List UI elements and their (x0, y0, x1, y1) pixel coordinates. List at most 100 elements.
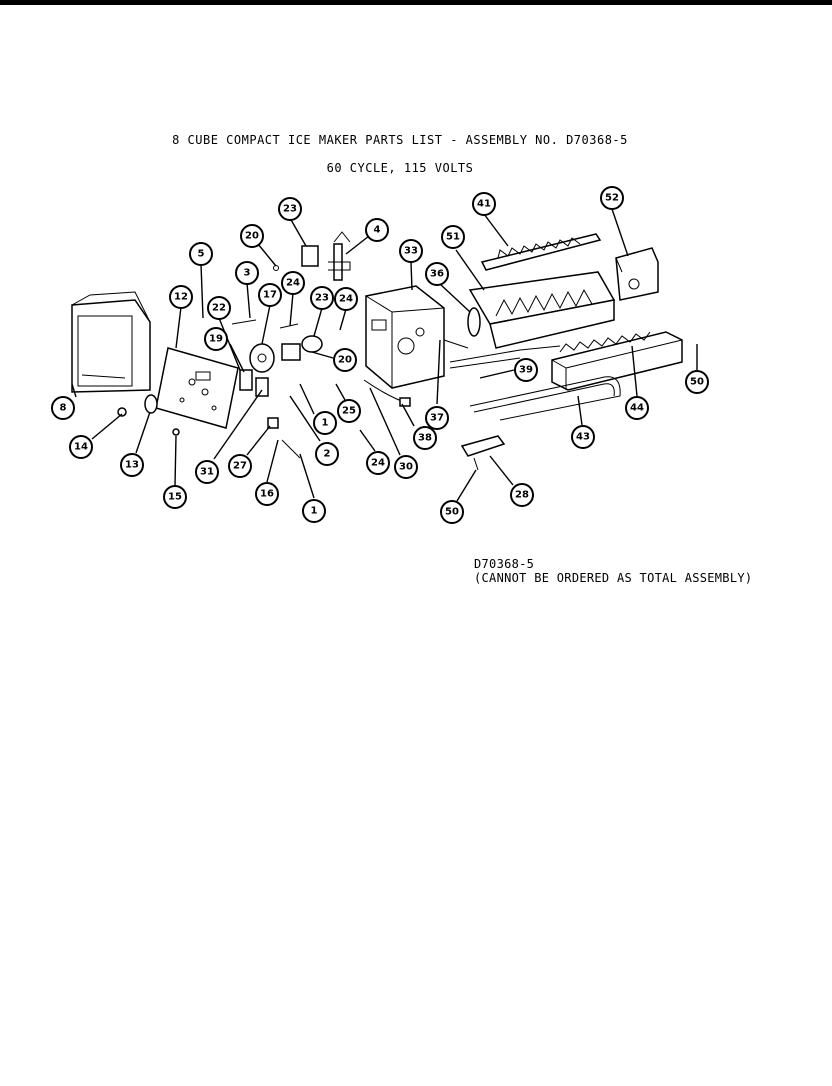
svg-text:4: 4 (374, 225, 381, 236)
callout-13: 13 (120, 453, 144, 477)
callout-3: 3 (235, 261, 259, 285)
page-subtitle: 60 CYCLE, 115 VOLTS (326, 161, 474, 175)
svg-text:25: 25 (342, 406, 356, 417)
svg-text:36: 36 (430, 269, 444, 280)
svg-text:5: 5 (198, 249, 205, 260)
part-ice-mold (467, 271, 616, 349)
callout-24: 24 (334, 287, 358, 311)
part-washer (144, 394, 158, 414)
callout-19: 19 (204, 327, 228, 351)
svg-text:8: 8 (60, 403, 67, 414)
svg-text:22: 22 (212, 303, 226, 314)
svg-text:13: 13 (125, 460, 139, 471)
callout-17: 17 (258, 283, 282, 307)
svg-text:20: 20 (245, 231, 259, 242)
svg-text:50: 50 (690, 377, 704, 388)
part-mounting-plate (155, 347, 239, 429)
svg-text:2: 2 (324, 449, 331, 460)
callout-8: 8 (51, 396, 75, 420)
callout-25: 25 (337, 399, 361, 423)
callout-31: 31 (195, 460, 219, 484)
callout-36: 36 (425, 262, 449, 286)
svg-text:20: 20 (338, 355, 352, 366)
callout-33: 33 (399, 239, 423, 263)
leader-lines (71, 208, 698, 502)
callout-16: 16 (255, 482, 279, 506)
callout-15: 15 (163, 485, 187, 509)
page-title: 8 CUBE COMPACT ICE MAKER PARTS LIST - AS… (172, 133, 628, 147)
callout-30: 30 (394, 455, 418, 479)
svg-text:23: 23 (283, 204, 297, 215)
svg-text:14: 14 (74, 442, 88, 453)
part-ejector-blade (480, 233, 602, 271)
svg-text:50: 50 (445, 507, 459, 518)
svg-text:30: 30 (399, 462, 413, 473)
callout-24: 24 (281, 271, 305, 295)
assembly-note: (CANNOT BE ORDERED AS TOTAL ASSEMBLY) (474, 571, 753, 585)
svg-text:24: 24 (286, 278, 300, 289)
svg-text:24: 24 (339, 294, 353, 305)
svg-text:23: 23 (315, 293, 329, 304)
part-heater-tube (469, 376, 621, 421)
callout-27: 27 (228, 454, 252, 478)
svg-text:44: 44 (630, 403, 644, 414)
part-screw (117, 407, 180, 436)
svg-text:52: 52 (605, 193, 619, 204)
svg-text:15: 15 (168, 492, 182, 503)
callout-38: 38 (413, 426, 437, 450)
part-cover-box (71, 291, 151, 393)
callout-24: 24 (366, 451, 390, 475)
svg-text:19: 19 (209, 334, 223, 345)
callout-52: 52 (600, 186, 624, 210)
part-small-switch (273, 245, 319, 271)
callout-50: 50 (440, 500, 464, 524)
callout-14: 14 (69, 435, 93, 459)
part-housing (365, 285, 469, 389)
svg-text:16: 16 (260, 489, 274, 500)
svg-text:37: 37 (430, 413, 444, 424)
part-switch-assembly (231, 319, 323, 459)
callout-4: 4 (365, 218, 389, 242)
svg-text:27: 27 (233, 461, 247, 472)
callout-37: 37 (425, 406, 449, 430)
callout-23: 23 (278, 197, 302, 221)
callout-23: 23 (310, 286, 334, 310)
svg-text:39: 39 (519, 365, 533, 376)
callout-20: 20 (240, 224, 264, 248)
callout-5: 5 (189, 242, 213, 266)
svg-text:1: 1 (322, 418, 329, 429)
svg-text:1: 1 (311, 506, 318, 517)
svg-text:41: 41 (477, 199, 491, 210)
callout-28: 28 (510, 483, 534, 507)
callout-1: 1 (302, 499, 326, 523)
top-border-rule (0, 0, 832, 5)
part-bracket (615, 247, 659, 301)
svg-text:3: 3 (244, 268, 251, 279)
callout-41: 41 (472, 192, 496, 216)
callout-50: 50 (685, 370, 709, 394)
callout-1: 1 (313, 411, 337, 435)
callout-44: 44 (625, 396, 649, 420)
callout-51: 51 (441, 225, 465, 249)
callout-22: 22 (207, 296, 231, 320)
svg-text:43: 43 (576, 432, 590, 443)
callout-39: 39 (514, 358, 538, 382)
svg-text:17: 17 (263, 290, 277, 301)
part-wire-harness (363, 379, 411, 407)
svg-text:51: 51 (446, 232, 460, 243)
svg-text:33: 33 (404, 246, 418, 257)
part-stripper (551, 331, 683, 391)
callout-12: 12 (169, 285, 193, 309)
assembly-number: D70368-5 (474, 557, 535, 571)
svg-text:38: 38 (418, 433, 432, 444)
svg-text:12: 12 (174, 292, 188, 303)
callout-2: 2 (315, 442, 339, 466)
callout-43: 43 (571, 425, 595, 449)
svg-text:24: 24 (371, 458, 385, 469)
part-fill-cup (449, 345, 561, 369)
svg-text:31: 31 (200, 467, 214, 478)
part-mounting-bracket (460, 435, 506, 471)
svg-text:28: 28 (515, 490, 529, 501)
callout-20: 20 (333, 348, 357, 372)
